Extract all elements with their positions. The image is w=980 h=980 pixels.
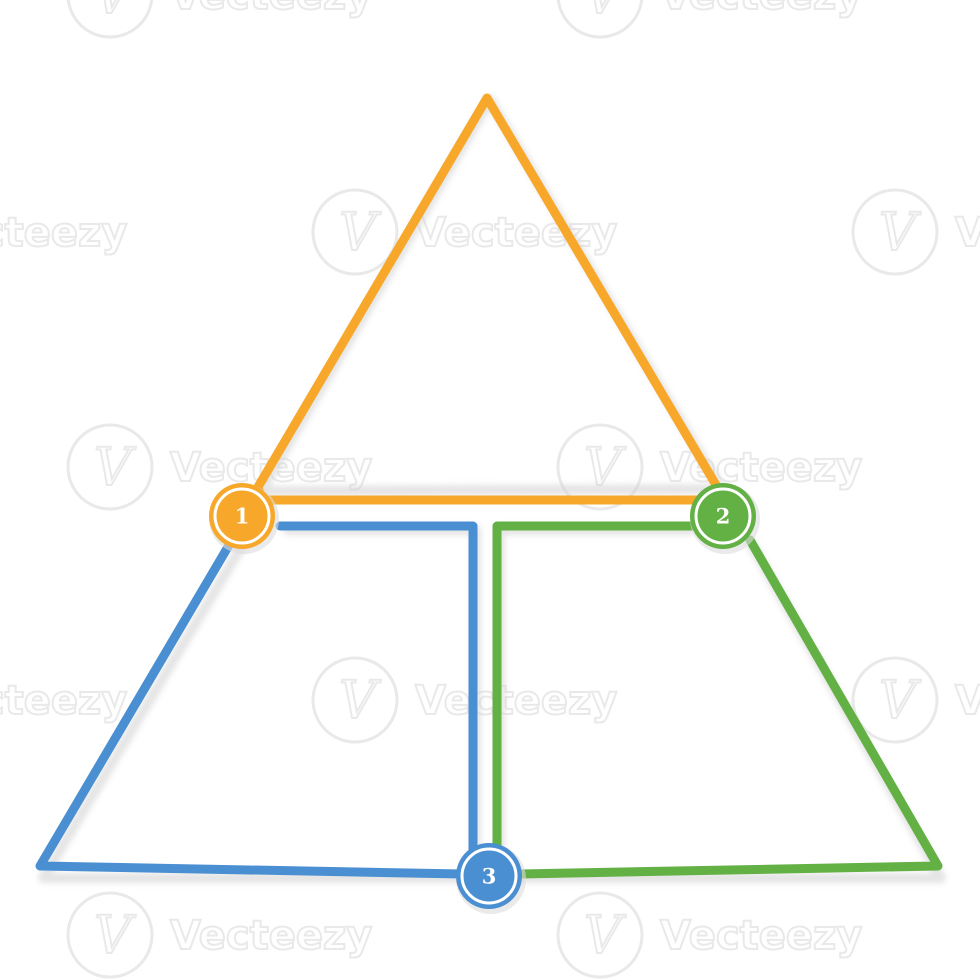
- watermark-text: Vecteezy: [660, 445, 862, 491]
- watermark-logo-icon: [311, 188, 399, 276]
- badge-3: 3: [456, 843, 526, 914]
- watermark-logo-icon: [851, 188, 939, 276]
- watermark-logo-icon: [556, 891, 644, 979]
- watermark-logo-icon: [851, 656, 939, 744]
- badge-inner-ring: [694, 487, 752, 545]
- watermark-logo-icon: [66, 0, 154, 39]
- badge-number: 2: [716, 504, 731, 529]
- watermark-logo-icon: [66, 423, 154, 511]
- badge-ring: [209, 483, 275, 549]
- watermark-logo-glyph: V: [879, 671, 921, 731]
- watermark-text: Vecteezy: [660, 913, 862, 959]
- watermark-logo-glyph: V: [584, 906, 626, 966]
- badge-1: 1: [209, 483, 279, 554]
- badge-number: 1: [235, 504, 250, 529]
- badge-number: 3: [482, 864, 497, 889]
- watermark-logo-glyph: V: [339, 203, 381, 263]
- badge-ring: [456, 843, 522, 909]
- watermark-text: Vecteezy: [415, 678, 617, 724]
- watermark-text: Vecteezy: [170, 0, 372, 19]
- badge-inner-ring: [460, 847, 518, 905]
- watermark-logo-glyph: V: [94, 0, 136, 26]
- watermark-logo-glyph: V: [584, 0, 626, 26]
- watermark-text: Vecteezy: [0, 678, 127, 724]
- watermark-logo-glyph: V: [94, 906, 136, 966]
- watermark-text: Vecteezy: [955, 678, 980, 724]
- watermark-logo-glyph: V: [94, 438, 136, 498]
- watermark-text: Vecteezy: [0, 210, 127, 256]
- badge-inner-ring: [213, 487, 271, 545]
- watermark-logo-icon: [311, 656, 399, 744]
- watermark-logo-glyph: V: [339, 671, 381, 731]
- watermark-logo-icon: [556, 423, 644, 511]
- watermark-text: Vecteezy: [170, 913, 372, 959]
- watermark-logo-icon: [556, 0, 644, 39]
- watermark-text: Vecteezy: [415, 210, 617, 256]
- watermark-logo-glyph: V: [879, 203, 921, 263]
- badge-ring: [690, 483, 756, 549]
- watermark-text: Vecteezy: [955, 210, 980, 256]
- top-triangle-outline: [253, 93, 723, 505]
- badge-2: 2: [690, 483, 760, 554]
- watermark-text: Vecteezy: [660, 0, 862, 19]
- watermark-logo-icon: [66, 891, 154, 979]
